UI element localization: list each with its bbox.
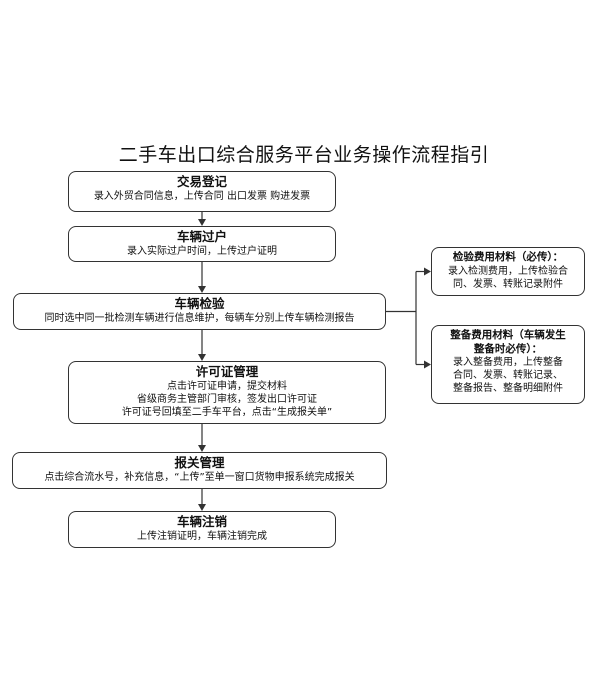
inspection-cost-materials-box: 检验费用材料（必传）： 录入检测费用，上传检验合 同、发票、转账记录附件: [431, 247, 585, 296]
flow-arrow-head: [198, 445, 206, 452]
side-box-line: 整备报告、整备明细附件: [453, 383, 563, 394]
side-box-title: 检验费用材料（必传）：: [452, 251, 564, 263]
step-line: 点击综合流水号，补充信息，“上传”至单一窗口货物申报系统完成报关: [44, 472, 355, 483]
step-vehicle-transfer: 车辆过户 录入实际过户时间，上传过户证明: [68, 226, 336, 262]
step-line: 录入实际过户时间，上传过户证明: [127, 246, 277, 257]
side-box-line: 录入整备费用，上传整备: [453, 357, 563, 368]
step-trade-registration: 交易登记 录入外贸合同信息，上传合同 出口发票 购进发票: [68, 171, 336, 212]
bracket-arrow-head: [424, 360, 431, 369]
flow-arrow-head: [198, 219, 206, 226]
step-vehicle-inspection: 车辆检验 同时选中同一批检测车辆进行信息维护，每辆车分别上传车辆检测报告: [13, 293, 386, 330]
bracket-arrow-head: [424, 267, 431, 276]
side-box-line: 同、发票、转账记录附件: [453, 278, 563, 290]
step-title: 车辆检验: [174, 296, 225, 311]
step-title: 报关管理: [174, 455, 225, 470]
step-vehicle-deregistration: 车辆注销 上传注销证明，车辆注销完成: [68, 511, 336, 548]
step-title: 许可证管理: [195, 364, 259, 379]
refurbishment-cost-materials-box: 整备费用材料（车辆发生 整备时必传）： 录入整备费用，上传整备 合同、发票、转账…: [431, 325, 585, 404]
side-box-title: 整备时必传）：: [473, 342, 543, 355]
step-title: 车辆注销: [176, 514, 227, 529]
side-box-line: 合同、发票、转账记录、: [453, 370, 563, 381]
diagram-title: 二手车出口综合服务平台业务操作流程指引: [118, 144, 490, 166]
step-license-management: 许可证管理 点击许可证申请，提交材料 省级商务主管部门审核，签发出口许可证 许可…: [68, 361, 386, 424]
step-line: 同时选中同一批检测车辆进行信息维护，每辆车分别上传车辆检测报告: [44, 313, 355, 324]
flow-arrow-head: [198, 504, 206, 511]
side-box-line: 录入检测费用，上传检验合: [448, 265, 568, 277]
step-title: 车辆过户: [176, 229, 227, 244]
flow-arrow-head: [198, 286, 206, 293]
step-line: 许可证号回填至二手车平台，点击“生成报关单”: [121, 407, 333, 418]
flow-arrow-head: [198, 354, 206, 361]
side-box-title: 整备费用材料（车辆发生: [450, 329, 566, 341]
step-customs-declaration: 报关管理 点击综合流水号，补充信息，“上传”至单一窗口货物申报系统完成报关: [12, 452, 387, 489]
step-title: 交易登记: [176, 174, 227, 189]
step-line: 录入外贸合同信息，上传合同 出口发票 购进发票: [93, 191, 311, 202]
step-line: 上传注销证明，车辆注销完成: [137, 531, 267, 542]
step-line: 点击许可证申请，提交材料: [167, 381, 287, 392]
step-line: 省级商务主管部门审核，签发出口许可证: [137, 394, 317, 405]
